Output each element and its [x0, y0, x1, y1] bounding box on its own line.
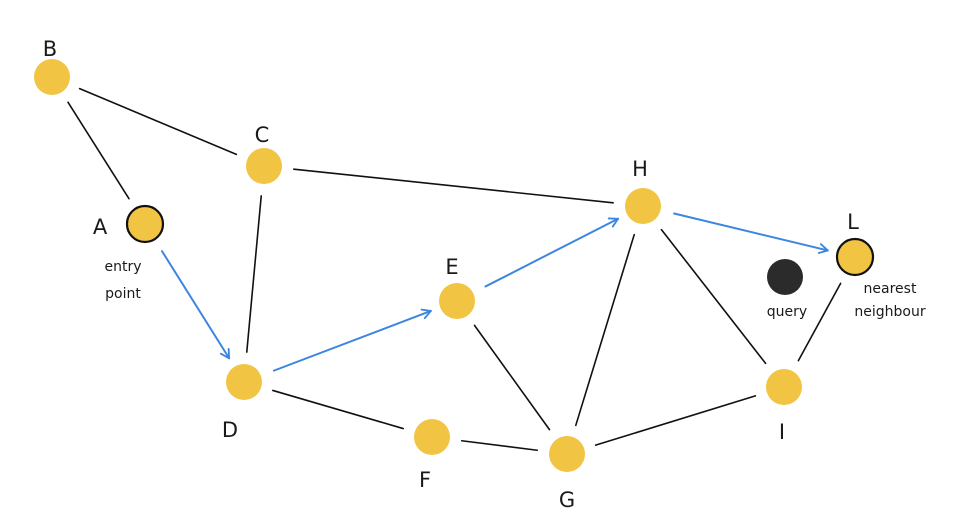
edge-d-f — [271, 389, 405, 430]
node-f — [414, 419, 450, 455]
node-i — [766, 369, 802, 405]
edge-h-i — [660, 228, 767, 365]
node-g — [549, 436, 585, 472]
annotations: entry point query nearest neighbour — [104, 259, 925, 320]
node-label-h: H — [632, 157, 648, 181]
node-a — [125, 204, 165, 244]
node-label-l: L — [847, 210, 859, 234]
edge-c-h — [293, 168, 614, 204]
entry-point-label-line1: entry — [104, 259, 141, 275]
node-label-b: B — [43, 37, 57, 61]
edges-layer — [67, 87, 842, 452]
search-path-layer — [160, 212, 829, 372]
edge-b-c — [78, 87, 238, 156]
edge-i-l — [797, 282, 842, 362]
edge-g-h — [574, 233, 636, 427]
edge-e-g — [473, 324, 551, 431]
edge-b-a — [67, 101, 130, 200]
node-label-i: I — [779, 420, 785, 444]
node-labels-layer: A B C D E F G H I L — [43, 37, 859, 512]
node-h — [625, 188, 661, 224]
search-arrow-a-d — [160, 250, 231, 360]
search-arrow-d-e — [272, 308, 432, 372]
node-l — [835, 237, 875, 277]
nodes-layer — [34, 59, 875, 472]
node-b — [34, 59, 70, 95]
node-label-a: A — [93, 215, 108, 239]
edge-c-d — [245, 195, 263, 353]
node-label-d: D — [222, 418, 238, 442]
node-c — [246, 148, 282, 184]
search-arrow-h-l — [673, 212, 829, 254]
edge-g-i — [594, 395, 757, 446]
nearest-neighbour-label-line2: neighbour — [854, 304, 925, 320]
entry-point-label-line2: point — [105, 286, 141, 302]
query-point — [767, 259, 803, 295]
query-label: query — [767, 304, 807, 320]
node-d — [226, 364, 262, 400]
node-label-e: E — [445, 255, 458, 279]
search-arrow-e-h — [484, 217, 620, 288]
nearest-neighbour-label-line1: nearest — [864, 281, 917, 297]
node-label-c: C — [255, 123, 270, 147]
edge-f-g — [460, 439, 539, 452]
node-e — [439, 283, 475, 319]
node-label-g: G — [559, 488, 575, 512]
node-label-f: F — [419, 468, 431, 492]
